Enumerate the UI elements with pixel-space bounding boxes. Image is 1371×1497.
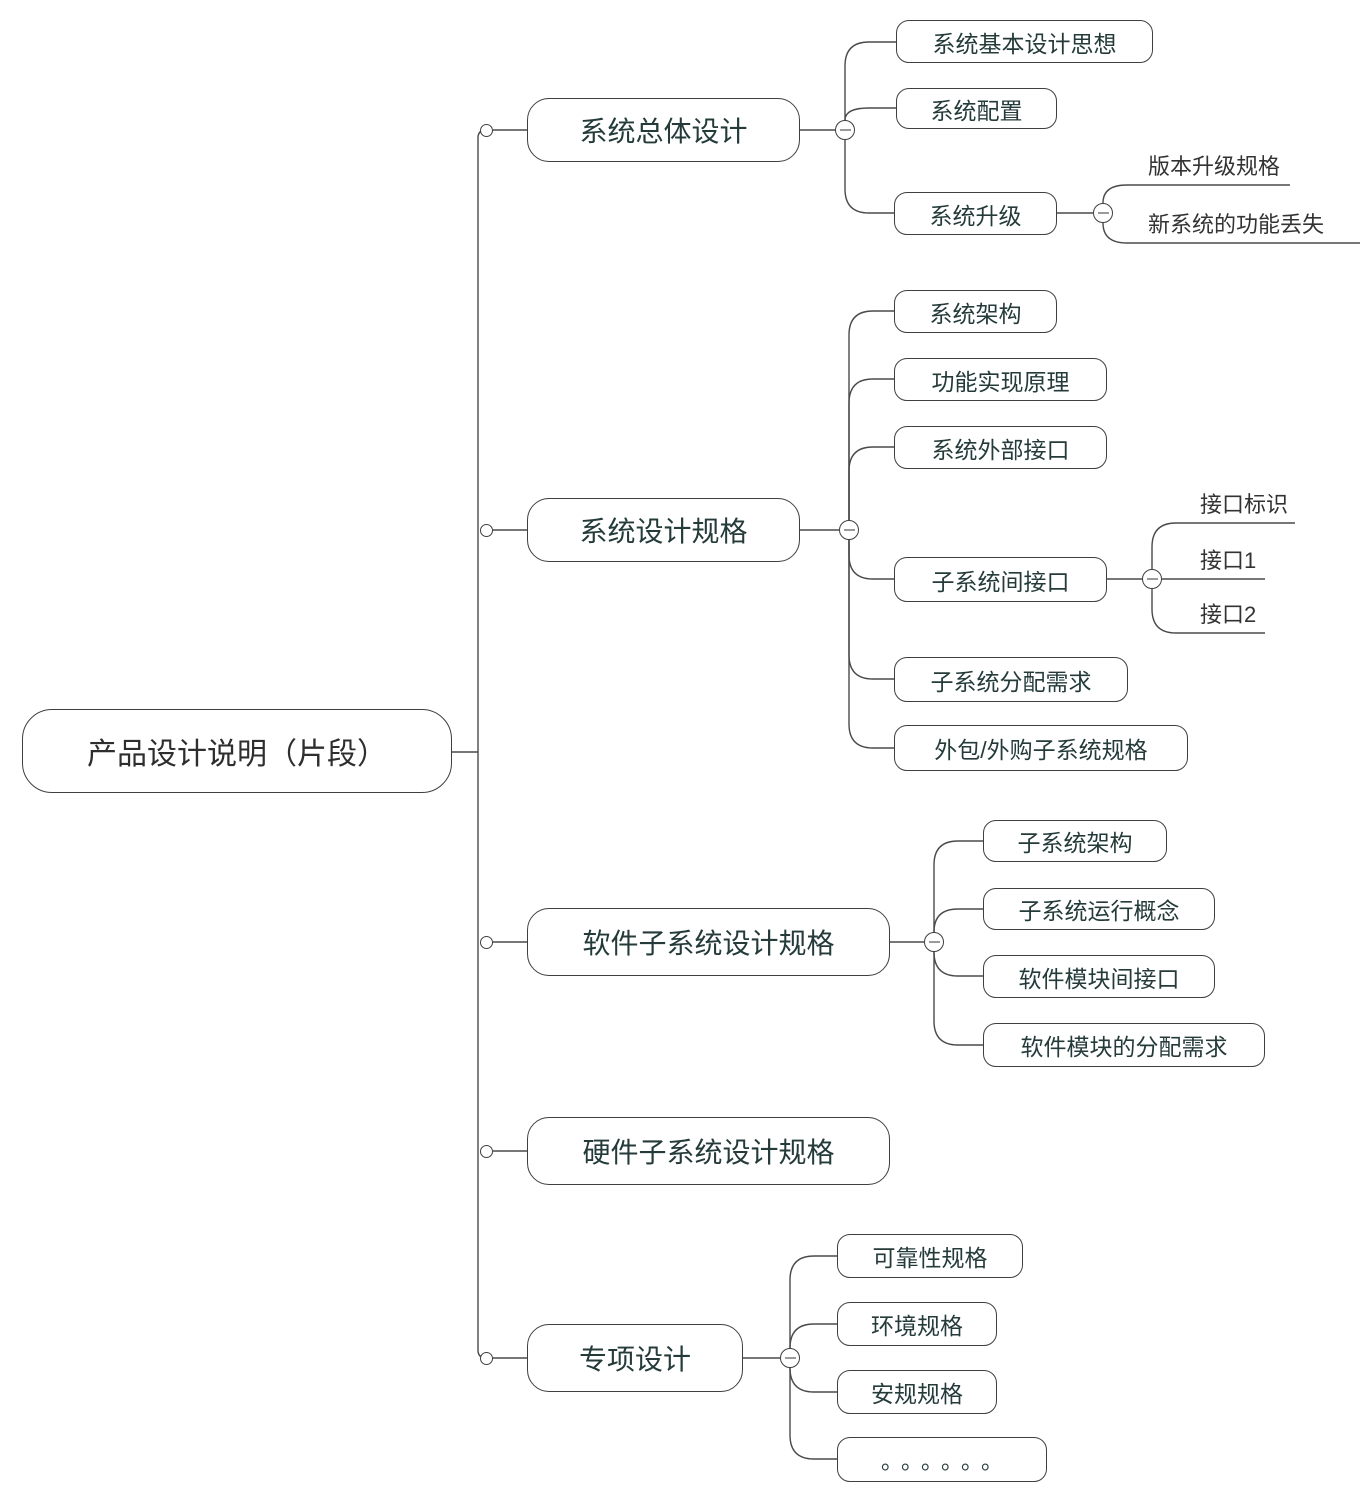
topic-root[interactable]: 产品设计说明（片段） bbox=[22, 709, 452, 793]
topic-system-upgrade[interactable]: 系统升级 bbox=[894, 192, 1057, 235]
collapse-button-special-design[interactable] bbox=[780, 1348, 800, 1368]
topic-subsystem-allocation[interactable]: 子系统分配需求 bbox=[894, 657, 1128, 702]
branch-joint bbox=[480, 524, 493, 537]
collapse-button-system-overall-design[interactable] bbox=[835, 120, 855, 140]
topic-version-upgrade-spec[interactable]: 版本升级规格 bbox=[1148, 154, 1281, 179]
minus-icon bbox=[1097, 212, 1109, 214]
branch-joint bbox=[480, 936, 493, 949]
topic-subsystem-operation-concept[interactable]: 子系统运行概念 bbox=[983, 888, 1215, 930]
collapse-button-system-upgrade[interactable] bbox=[1093, 203, 1113, 223]
minus-icon bbox=[784, 1357, 796, 1359]
topic-basic-design-idea[interactable]: 系统基本设计思想 bbox=[896, 20, 1153, 63]
topic-external-interface[interactable]: 系统外部接口 bbox=[894, 426, 1107, 469]
topic-environment-spec[interactable]: 环境规格 bbox=[837, 1302, 997, 1346]
topic-ellipsis[interactable]: 。。。。。。 bbox=[837, 1437, 1047, 1482]
topic-software-subsystem-design-spec[interactable]: 软件子系统设计规格 bbox=[527, 908, 890, 976]
topic-subsystem-interface[interactable]: 子系统间接口 bbox=[894, 557, 1107, 602]
topic-function-principle[interactable]: 功能实现原理 bbox=[894, 358, 1107, 401]
topic-interface-id[interactable]: 接口标识 bbox=[1200, 492, 1289, 517]
collapse-button-subsystem-interface[interactable] bbox=[1142, 569, 1162, 589]
branch-joint bbox=[480, 1145, 493, 1158]
topic-outsourced-subsystem-spec[interactable]: 外包/外购子系统规格 bbox=[894, 725, 1188, 771]
topic-module-allocation[interactable]: 软件模块的分配需求 bbox=[983, 1023, 1265, 1067]
topic-system-architecture[interactable]: 系统架构 bbox=[894, 290, 1057, 333]
collapse-button-software-subsystem[interactable] bbox=[924, 932, 944, 952]
topic-reliability-spec[interactable]: 可靠性规格 bbox=[837, 1234, 1023, 1278]
minus-icon bbox=[1146, 578, 1158, 580]
branch-joint bbox=[480, 124, 493, 137]
topic-safety-spec[interactable]: 安规规格 bbox=[837, 1370, 997, 1414]
topic-subsystem-architecture[interactable]: 子系统架构 bbox=[983, 820, 1167, 862]
topic-special-design[interactable]: 专项设计 bbox=[527, 1324, 743, 1392]
topic-interface-2[interactable]: 接口2 bbox=[1200, 602, 1257, 627]
branch-joint bbox=[480, 1352, 493, 1365]
topic-system-config[interactable]: 系统配置 bbox=[896, 88, 1057, 129]
collapse-button-system-design-spec[interactable] bbox=[839, 520, 859, 540]
minus-icon bbox=[843, 529, 855, 531]
topic-system-overall-design[interactable]: 系统总体设计 bbox=[527, 98, 800, 162]
topic-interface-1[interactable]: 接口1 bbox=[1200, 548, 1257, 573]
topic-module-interface[interactable]: 软件模块间接口 bbox=[983, 955, 1215, 998]
topic-system-design-spec[interactable]: 系统设计规格 bbox=[527, 498, 800, 562]
topic-new-system-function-loss[interactable]: 新系统的功能丢失 bbox=[1148, 212, 1325, 237]
minus-icon bbox=[928, 941, 940, 943]
topic-hardware-subsystem-design-spec[interactable]: 硬件子系统设计规格 bbox=[527, 1117, 890, 1185]
minus-icon bbox=[839, 129, 851, 131]
